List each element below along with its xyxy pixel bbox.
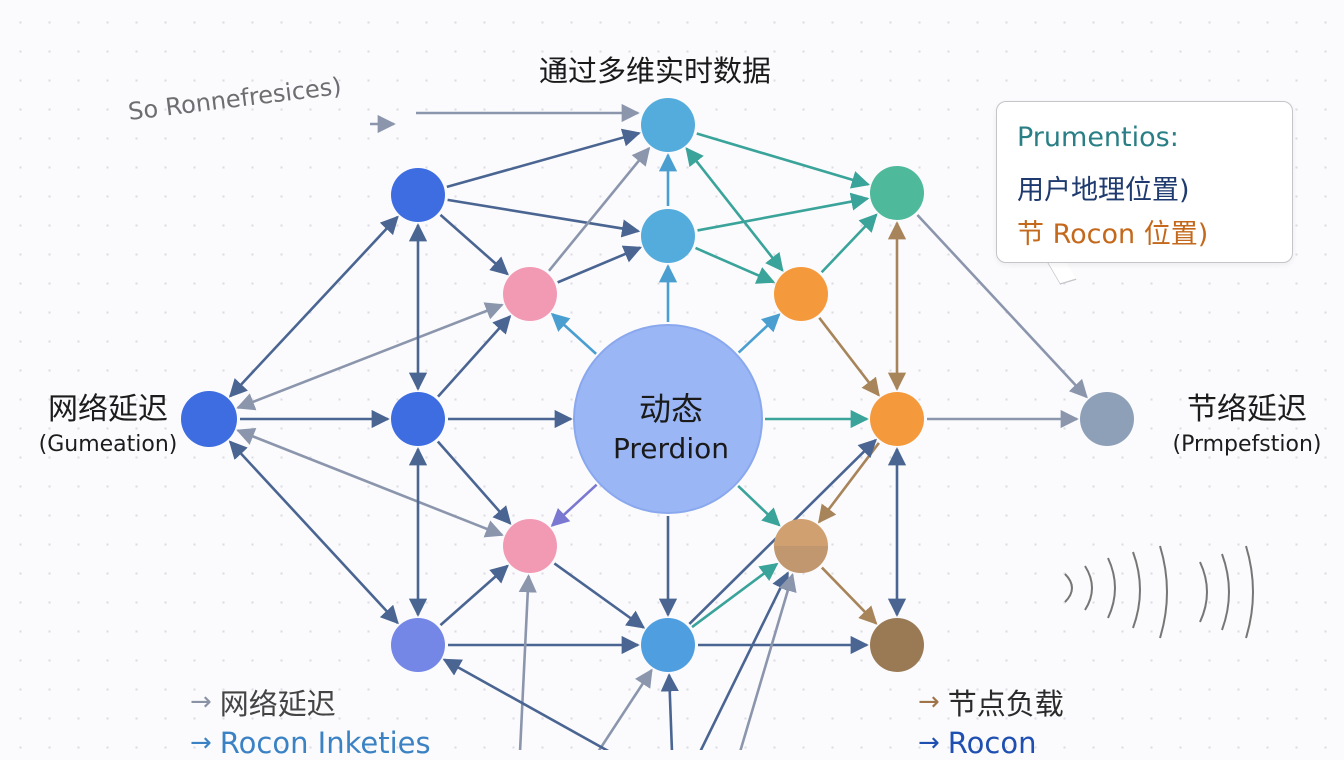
signal-waves-icon — [1064, 545, 1254, 639]
edge-from-below-0 — [597, 668, 653, 750]
edge-layer — [228, 103, 1088, 750]
left-node-title: 网络延迟 — [48, 392, 168, 427]
node-mid-right — [870, 392, 924, 446]
edge-pk1-ct — [557, 245, 643, 284]
edge-top-or1 — [685, 147, 784, 272]
edge-or2-br — [820, 566, 878, 625]
edge-L-pk1 — [236, 302, 504, 411]
node-center-top — [641, 209, 695, 263]
node-layer — [181, 98, 1134, 672]
node-mid-left — [391, 392, 445, 446]
left-node-label: 网络延迟 (Gumeation) — [28, 390, 188, 460]
edge-tl-pk1 — [439, 213, 509, 276]
node-bottom-center — [641, 618, 695, 672]
edge-ct-or1 — [694, 246, 776, 284]
edge-center-pk1 — [550, 312, 597, 355]
wave-arc — [1084, 565, 1093, 611]
legend-label: 网络延迟 — [219, 687, 336, 721]
edge-pk2-bc — [553, 562, 646, 629]
edge-tl-top — [446, 128, 641, 189]
left-node-subtitle: (Gumeation) — [38, 432, 178, 457]
edge-tl-ct — [447, 198, 641, 238]
edge-bc-or2 — [691, 562, 779, 629]
legend-item-network-latency: → 网络延迟 — [190, 681, 336, 723]
callout-box: Prumentios: 用户地理位置) 节 Rocon 位置) — [996, 101, 1293, 263]
center-node-title: 动态 — [638, 390, 703, 428]
node-bottom-left — [391, 618, 445, 672]
node-bottom-right — [870, 618, 924, 672]
center-node-subtitle: Prerdion — [613, 432, 729, 465]
edge-mr-or2 — [817, 442, 880, 524]
edge-ml-pk1 — [437, 314, 512, 398]
node-right — [1080, 392, 1134, 446]
wave-arc — [1132, 551, 1141, 629]
callout-line-user-location: 用户地理位置) — [1017, 175, 1190, 206]
legend-item-rocon-inketies: → Rocon Inketies — [190, 726, 431, 760]
wave-arc — [1199, 561, 1208, 623]
edge-pk1-top — [547, 146, 651, 272]
node-left — [181, 391, 237, 447]
legend-label: Rocon Inketies — [219, 726, 431, 760]
legend-item-rocon: → Rocon — [918, 726, 1036, 760]
edge-L-pk2 — [236, 427, 504, 538]
arrow-icon: → — [918, 728, 940, 758]
legend-label: Rocon — [947, 726, 1037, 760]
right-node-title: 节络延迟 — [1187, 392, 1307, 427]
edge-bl-pk2 — [439, 564, 509, 627]
edge-center-or2 — [737, 485, 781, 527]
edge-center-pk2 — [550, 483, 598, 527]
edge-from-below-1 — [660, 673, 679, 750]
right-node-label: 节络延迟 (Prmpefstion) — [1152, 390, 1342, 460]
node-orange-upper — [774, 267, 828, 321]
wave-arc — [1107, 557, 1116, 619]
callout-line-node-location: 节 Rocon 位置) — [1017, 219, 1209, 250]
edge-ml-pk2 — [436, 440, 512, 525]
wave-arc — [1245, 545, 1254, 639]
center-node-label: 动态 Prerdion — [578, 388, 764, 468]
wave-arc — [1064, 573, 1073, 603]
node-pink-upper — [503, 267, 557, 321]
legend-item-node-load: → 节点负载 — [918, 681, 1064, 723]
callout-heading: Prumentios: — [1017, 122, 1179, 153]
edge-L-bl — [228, 440, 399, 625]
edge-from-below-5 — [442, 658, 610, 750]
edge-top-tr — [696, 132, 870, 189]
edge-from-below-3 — [739, 573, 797, 750]
edge-or1-mr — [818, 317, 880, 397]
wave-arc — [1159, 545, 1168, 639]
node-top-left — [391, 168, 445, 222]
edge-ct-tr — [697, 192, 870, 232]
edge-tr-R — [916, 214, 1088, 399]
edge-L-tl — [228, 215, 399, 398]
edge-or1-tr — [820, 213, 878, 274]
arrow-icon: → — [918, 687, 940, 717]
node-pink-lower — [503, 519, 557, 573]
diagram-title: 通过多维实时数据 — [539, 54, 772, 88]
arrow-icon: → — [190, 687, 212, 717]
arrow-icon: → — [190, 728, 212, 758]
wave-arc — [1221, 553, 1230, 631]
node-top-right — [870, 166, 924, 220]
node-top — [641, 98, 695, 152]
edge-from-below-4 — [518, 574, 537, 750]
node-center — [573, 324, 763, 514]
right-node-subtitle: (Prmpefstion) — [1172, 432, 1322, 457]
node-orange-lower-shade — [774, 546, 828, 573]
legend-label: 节点负载 — [947, 687, 1064, 721]
edge-center-or1 — [737, 313, 781, 354]
edge-from-below-2 — [699, 571, 789, 750]
